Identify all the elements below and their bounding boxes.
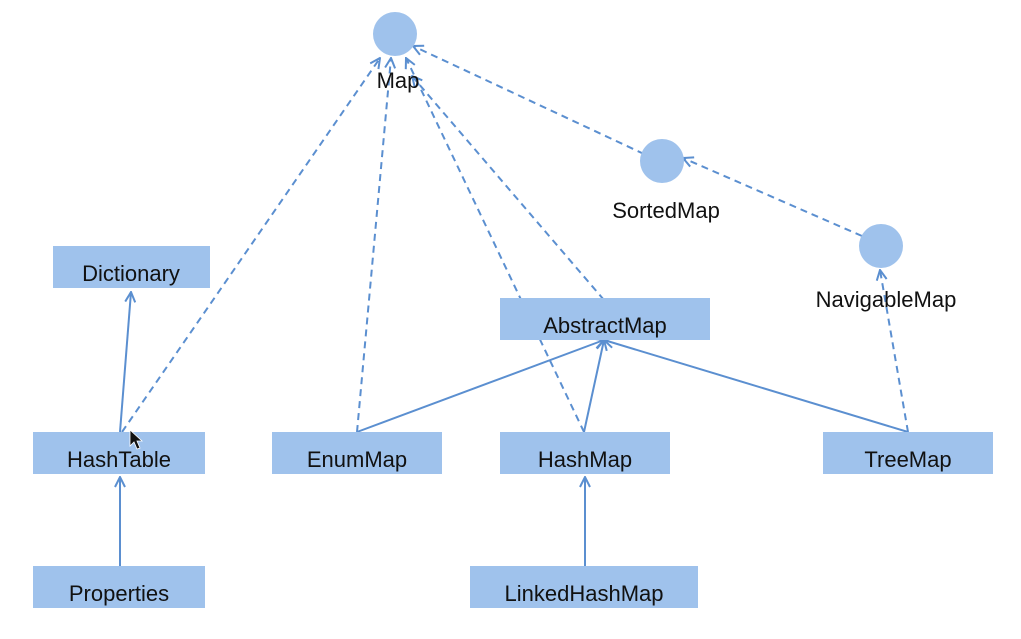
node-linked-hash-map: LinkedHashMap — [470, 566, 698, 608]
edge-hashmap-extends-abstractmap — [583, 340, 604, 433]
edge-abstractmap-implements-map — [412, 76, 605, 301]
sortedmap-label: SortedMap — [612, 198, 720, 223]
node-sorted-map: SortedMap — [612, 139, 720, 223]
edge-hashmap-implements-map — [406, 58, 585, 433]
node-tree-map: TreeMap — [823, 432, 993, 474]
mouse-pointer-icon — [129, 429, 144, 450]
node-abstract-map: AbstractMap — [500, 298, 710, 340]
node-navigable-map: NavigableMap — [816, 224, 957, 312]
edge-sortedmap-extends-map — [413, 46, 645, 155]
treemap-box — [823, 432, 993, 474]
edge-layer — [119, 46, 909, 566]
enummap-label: EnumMap — [307, 447, 407, 472]
enummap-box — [272, 432, 442, 474]
treemap-label: TreeMap — [864, 447, 951, 472]
edge-navigablemap-extends-sortedmap — [683, 158, 863, 237]
edge-treemap-extends-abstractmap — [604, 340, 909, 433]
edge-hashtable-implements-map — [121, 58, 380, 433]
dictionary-label: Dictionary — [82, 261, 180, 286]
navigablemap-interface-circle — [859, 224, 903, 268]
abstractmap-box — [500, 298, 710, 340]
map-interface-circle — [373, 12, 417, 56]
linkedhashmap-label: LinkedHashMap — [505, 581, 664, 606]
abstractmap-label: AbstractMap — [543, 313, 667, 338]
navigablemap-label: NavigableMap — [816, 287, 957, 312]
node-map: Map — [373, 12, 419, 93]
node-enum-map: EnumMap — [272, 432, 442, 474]
map-label: Map — [377, 68, 420, 93]
properties-label: Properties — [69, 581, 169, 606]
hashtable-label: HashTable — [67, 447, 171, 472]
edge-treemap-implements-navigablemap — [880, 270, 909, 433]
hashmap-label: HashMap — [538, 447, 632, 472]
node-properties: Properties — [33, 566, 205, 608]
edge-enummap-extends-abstractmap — [356, 340, 604, 433]
edge-hashtable-extends-dictionary — [119, 292, 131, 433]
dictionary-box — [53, 246, 210, 288]
node-hash-map: HashMap — [500, 432, 670, 474]
sortedmap-interface-circle — [640, 139, 684, 183]
edge-enummap-implements-map — [356, 58, 391, 433]
hashtable-box — [33, 432, 205, 474]
node-dictionary: Dictionary — [53, 246, 210, 288]
linkedhashmap-box — [470, 566, 698, 608]
hashmap-box — [500, 432, 670, 474]
node-hash-table: HashTable — [33, 432, 205, 474]
properties-box — [33, 566, 205, 608]
